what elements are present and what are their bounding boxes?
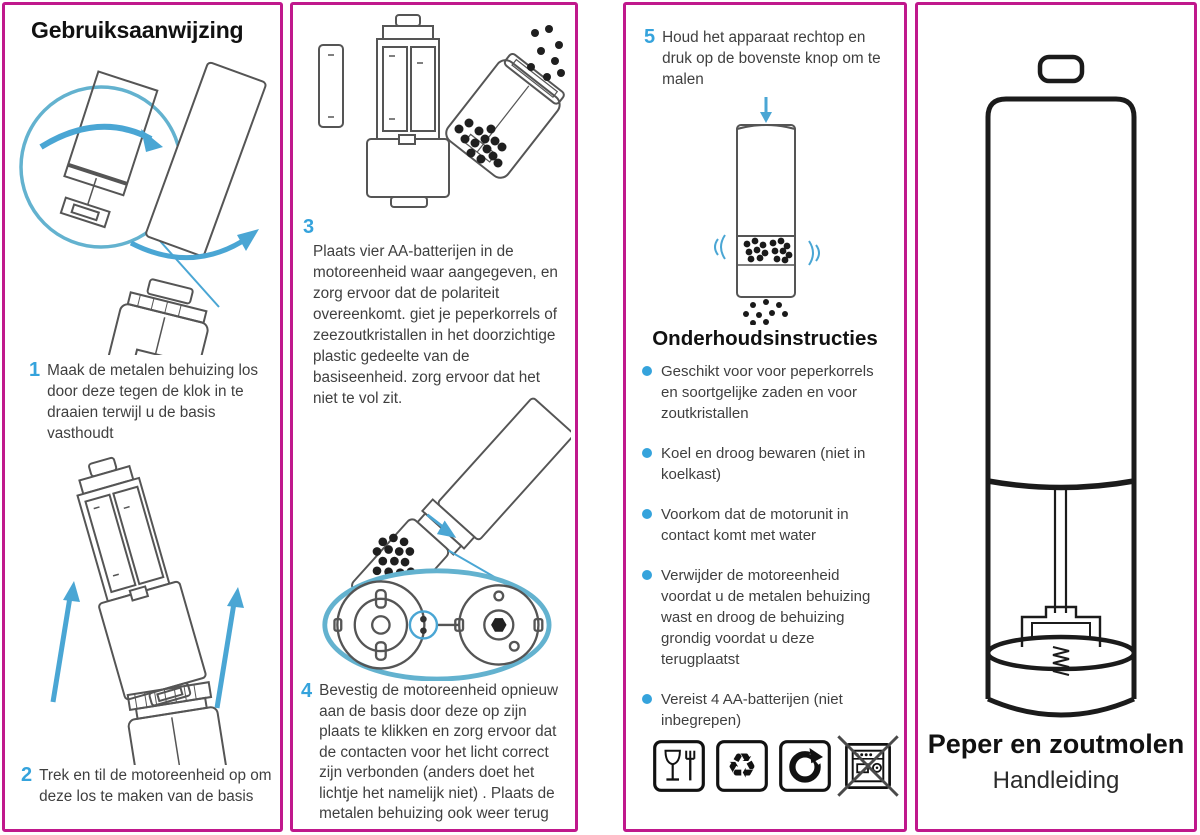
recycling-icon: ♻ — [715, 739, 769, 793]
maintenance-bullet: Verwijder de motoreenheid voordat u de m… — [642, 565, 892, 670]
maintenance-list: Geschikt voor voor peperkorrels en soort… — [642, 361, 892, 750]
maintenance-title: Onderhoudsinstructies — [652, 327, 878, 350]
illustration-unscrew-housing-icon — [19, 61, 267, 355]
bullet-icon — [642, 366, 652, 376]
maintenance-bullet: Vereist 4 AA-batterijen (niet inbegrepen… — [642, 689, 892, 731]
illustration-insert-batteries-icon — [318, 14, 565, 208]
bullet-text: Vereist 4 AA-batterijen (niet inbegrepen… — [661, 691, 843, 729]
bullet-icon — [642, 448, 652, 458]
panel-battery: 3 Plaats vier AA-batterijen in de motore… — [290, 2, 578, 832]
maintenance-bullet: Koel en droog bewaren (niet in koelkast) — [642, 443, 892, 485]
green-dot-icon — [778, 739, 832, 793]
step-3-text: Plaats vier AA-batterijen in de motoreen… — [313, 243, 558, 407]
bullet-icon — [642, 694, 652, 704]
step-1-number: 1 — [29, 359, 41, 381]
step-2-text: Trek en til de motoreenheid op om deze l… — [39, 767, 272, 805]
step-4: 4 Bevestig de motoreenheid opnieuw aan d… — [301, 681, 569, 825]
step-5-number: 5 — [644, 26, 656, 48]
illustration-pepper-mill-icon — [985, 54, 1137, 718]
step-5: 5 Houd het apparaat rechtop en druk op d… — [644, 27, 892, 90]
food-safe-icon — [652, 739, 706, 793]
panel-cover: Peper en zoutmolen Handleiding — [915, 2, 1197, 832]
step-2: 2 Trek en til de motoreenheid op om deze… — [21, 765, 279, 807]
illustration-lift-motor-unit-icon — [50, 456, 244, 765]
panel-maintenance: 5 Houd het apparaat rechtop en druk op d… — [623, 2, 907, 832]
bullet-text: Koel en droog bewaren (niet in koelkast) — [661, 445, 866, 483]
step-5-text: Houd het apparaat rechtop en druk op de … — [662, 29, 881, 88]
panel-instructions: Gebruiksaanwijzing — [2, 2, 283, 832]
step-3-number: 3 — [303, 216, 315, 238]
maintenance-bullet: Geschikt voor voor peperkorrels en soort… — [642, 361, 892, 424]
page-title: Gebruiksaanwijzing — [31, 17, 244, 43]
bullet-text: Voorkom dat de motorunit in contact komt… — [661, 506, 849, 544]
illustration-reattach-connectors-icon — [322, 397, 571, 681]
step-1: 1 Maak de metalen behuizing los door dez… — [29, 360, 269, 444]
no-dishwasher-icon — [837, 735, 899, 797]
step-4-text: Bevestig de motoreenheid opnieuw aan de … — [319, 682, 559, 822]
step-1-text: Maak de metalen behuizing los door deze … — [47, 362, 259, 442]
step-2-number: 2 — [21, 764, 33, 786]
bullet-text: Geschikt voor voor peperkorrels en soort… — [661, 363, 874, 422]
maintenance-bullet: Voorkom dat de motorunit in contact komt… — [642, 504, 892, 546]
symbol-icon-row: ♻ — [652, 735, 899, 797]
bullet-icon — [642, 509, 652, 519]
svg-text:♻: ♻ — [727, 747, 758, 787]
product-subtitle: Handleiding — [992, 767, 1120, 794]
product-title: Peper en zoutmolen — [927, 729, 1185, 759]
step-4-number: 4 — [301, 680, 313, 702]
bullet-text: Verwijder de motoreenheid voordat u de m… — [661, 567, 871, 668]
bullet-icon — [642, 570, 652, 580]
illustration-press-to-grind-icon — [714, 97, 820, 325]
